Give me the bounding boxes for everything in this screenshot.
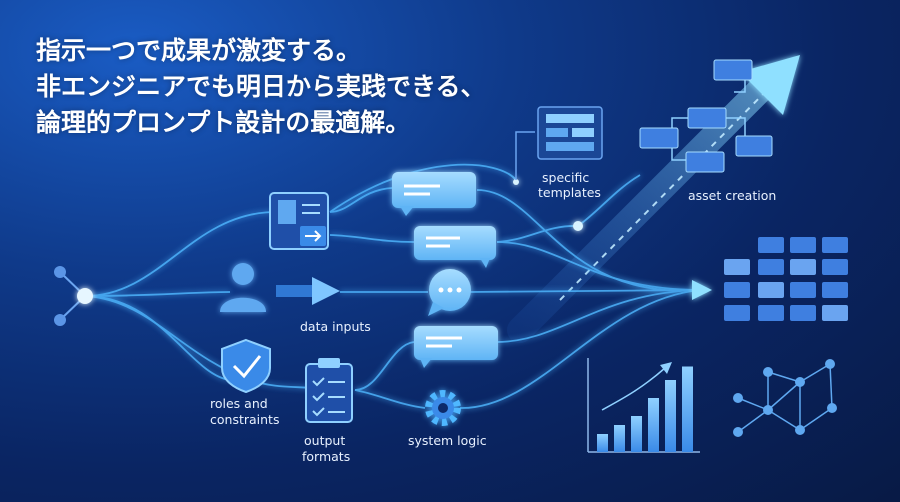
flow-nodes — [513, 179, 583, 231]
label-specific-line-2: templates — [538, 185, 601, 200]
label-data-inputs: data inputs — [300, 319, 371, 334]
headline-line-1: 指示一つで成果が激変する。 — [36, 36, 362, 65]
headline-line-2: 非エンジニアでも明日から実践できる、 — [36, 72, 486, 101]
label-roles-line-2: constraints — [210, 412, 280, 427]
bar-2 — [614, 425, 625, 452]
flowchart-icon — [639, 59, 773, 173]
bar-5 — [665, 380, 676, 452]
chat-bubble-1 — [392, 172, 476, 216]
chat-bubble-2 — [414, 226, 496, 268]
trend-arrowhead — [660, 362, 672, 374]
label-output-line-1: output — [304, 433, 346, 448]
clipboard-checklist-icon — [305, 358, 353, 423]
chat-bubble-icon — [428, 269, 471, 316]
label-output-line-2: formats — [302, 449, 351, 464]
chat-bubble-3 — [414, 326, 498, 368]
arrow-right-icon — [276, 277, 340, 305]
bar-1 — [597, 434, 608, 452]
label-asset-creation: asset creation — [688, 188, 777, 203]
trend-line — [601, 367, 666, 411]
shield-check-icon — [221, 338, 271, 394]
gear-icon — [425, 390, 461, 426]
network-graph-icon — [733, 359, 837, 437]
flow-arrowhead — [692, 280, 712, 300]
bar-chart — [587, 358, 700, 453]
headline-line-3: 論理的プロンプト設計の最適解。 — [36, 108, 411, 137]
flow-streams — [84, 163, 701, 409]
label-specific-line-1: specific — [542, 170, 590, 185]
document-arrow-icon — [269, 192, 329, 250]
bar-3 — [631, 416, 642, 452]
bar-4 — [648, 398, 659, 452]
user-icon — [220, 263, 266, 312]
network-hub-icon — [54, 266, 93, 326]
bar-6 — [682, 366, 693, 452]
label-system-logic: system logic — [408, 433, 487, 448]
label-roles-line-1: roles and — [210, 396, 268, 411]
template-icon — [515, 106, 603, 180]
grid-output-icon — [724, 237, 848, 321]
